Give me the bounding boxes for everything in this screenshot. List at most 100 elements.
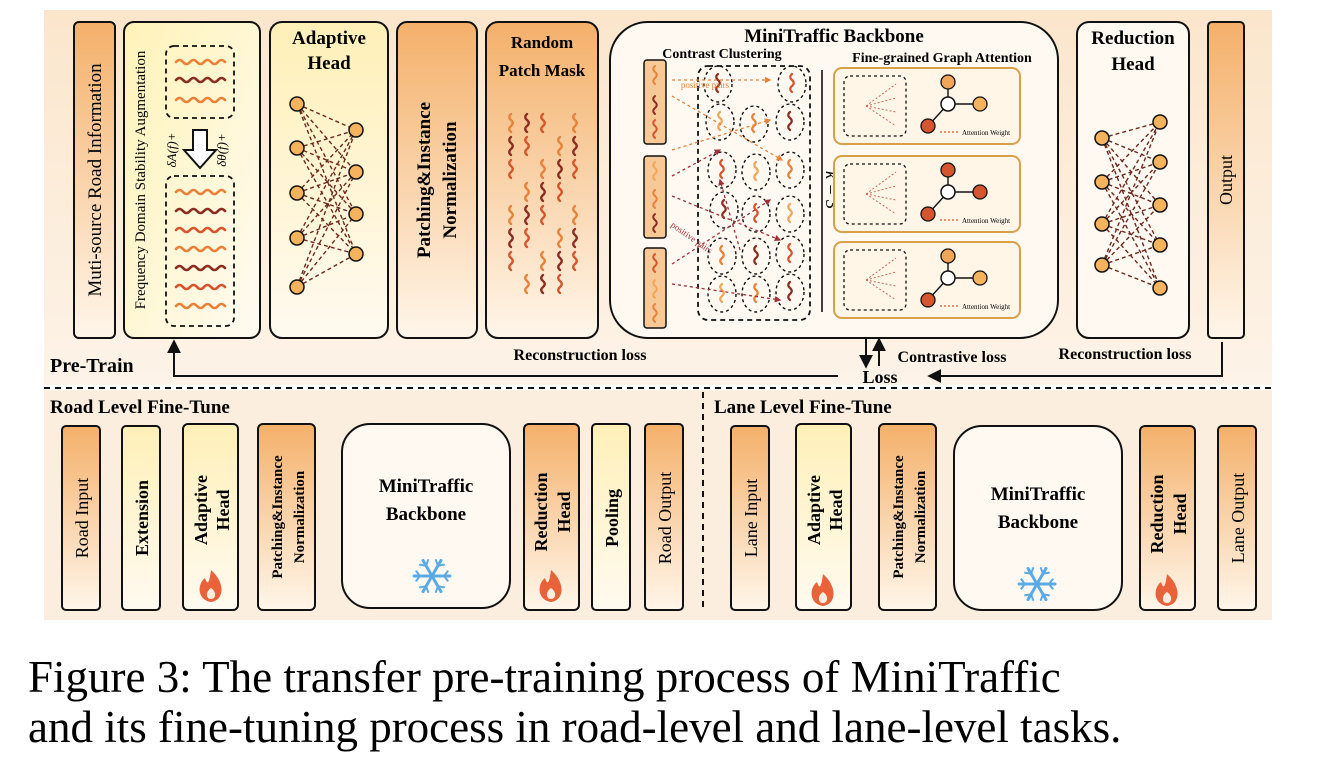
contrastive-loss-label: Contrastive loss <box>898 349 1007 366</box>
road-output-label: Road Output <box>655 472 675 565</box>
wave <box>174 188 227 196</box>
wave <box>715 72 721 94</box>
cluster-ellipse <box>707 237 737 275</box>
wave <box>753 160 759 182</box>
wave <box>174 283 227 291</box>
edge <box>1101 137 1161 246</box>
fire-inner <box>546 588 556 599</box>
pair-arrow <box>718 178 741 251</box>
graph-inner <box>843 75 907 137</box>
wave <box>717 110 723 132</box>
wave <box>719 244 725 266</box>
wave <box>508 250 514 272</box>
pipeline-diagram: Muti-source Road Information Frequency D… <box>44 10 1272 620</box>
recon-loss-left-arrow <box>167 339 838 377</box>
wave <box>174 96 227 104</box>
pair-arrow <box>671 195 782 242</box>
node <box>1152 114 1168 130</box>
output-box <box>1207 21 1245 339</box>
wave <box>508 227 514 249</box>
wave <box>524 181 530 203</box>
road-reduction-label-2: Head <box>554 491 574 532</box>
node <box>1152 280 1168 296</box>
edge <box>1101 121 1161 225</box>
road-patching-label-1: Patching&Instance <box>270 455 286 579</box>
wave <box>572 204 578 226</box>
wave <box>557 227 563 249</box>
pair-arrow <box>671 283 782 303</box>
wave <box>508 158 514 180</box>
graph-node <box>972 184 988 200</box>
snowflake-icon <box>412 558 452 594</box>
lane-backbone-label-2: Backbone <box>998 512 1078 533</box>
cluster-ellipse <box>705 103 735 141</box>
wave <box>572 112 578 134</box>
pooling-label: Pooling <box>602 489 622 547</box>
wave <box>652 213 658 233</box>
cluster-ellipse <box>707 151 737 189</box>
recon-loss-right-arrow <box>927 342 1223 383</box>
edge <box>296 103 357 255</box>
recon-loss-right-label: Reconstruction loss <box>1059 346 1192 363</box>
edge <box>296 129 357 194</box>
wave <box>652 303 658 323</box>
snow-branch <box>434 585 439 593</box>
road-reduction-box <box>523 423 580 611</box>
edge <box>1101 161 1161 266</box>
wave <box>751 112 757 134</box>
wave <box>524 227 530 249</box>
graph-card <box>833 67 1021 145</box>
fire-shape <box>199 570 222 602</box>
node <box>1094 257 1110 273</box>
section-label-pretrain: Pre-Train <box>50 355 134 377</box>
lane-reduction-box <box>1139 425 1196 611</box>
random-mask-title-2: Patch Mask <box>499 61 586 80</box>
graph-node <box>920 118 936 134</box>
graph-title: Fine-grained Graph Attention <box>852 51 1032 66</box>
lane-reduction-label-1: Reduction <box>1147 474 1167 553</box>
edge <box>296 129 357 149</box>
wave <box>557 273 563 295</box>
graph-card <box>833 241 1021 319</box>
wave <box>174 58 227 66</box>
wave <box>652 253 658 273</box>
fire-icon <box>811 574 834 606</box>
snow-branch <box>1030 567 1035 575</box>
edge <box>1101 223 1161 289</box>
fire-inner <box>206 588 216 599</box>
road-adaptive-label-2: Head <box>213 489 233 530</box>
snow-branch <box>419 585 427 589</box>
wave <box>652 119 658 139</box>
wave <box>540 181 546 203</box>
fire-icon <box>1155 574 1178 606</box>
graph-node <box>920 292 936 308</box>
wave <box>174 207 227 215</box>
edge <box>296 171 357 239</box>
edge <box>296 213 357 288</box>
graph-node <box>940 248 956 264</box>
cluster-group <box>697 65 811 321</box>
wave <box>787 158 793 180</box>
road-adaptive-box <box>182 423 239 611</box>
snowflake-icon <box>1017 566 1057 602</box>
delta-a-label: δA(f)+ <box>164 132 179 167</box>
road-patching-box <box>257 423 316 611</box>
lane-output-label: Lane Output <box>1228 473 1248 563</box>
attention-weight-label: Attention Weight <box>962 129 1010 137</box>
graph-edge <box>865 105 897 113</box>
graph-card <box>833 155 1021 233</box>
cluster-ellipse <box>709 191 739 229</box>
adaptive-head-title-2: Head <box>307 53 351 74</box>
graph-edge <box>865 193 897 201</box>
graph-edge <box>865 97 897 107</box>
reduction-head-title-1: Reduction <box>1091 28 1175 49</box>
extension-box <box>121 425 161 611</box>
road-input-box <box>61 425 101 611</box>
cluster-ellipse <box>741 195 771 233</box>
wave <box>524 135 530 157</box>
node <box>1094 216 1110 232</box>
node <box>1094 174 1110 190</box>
road-adaptive-label-1: Adaptive <box>191 475 211 545</box>
lane-backbone-label-1: MiniTraffic <box>991 484 1086 505</box>
